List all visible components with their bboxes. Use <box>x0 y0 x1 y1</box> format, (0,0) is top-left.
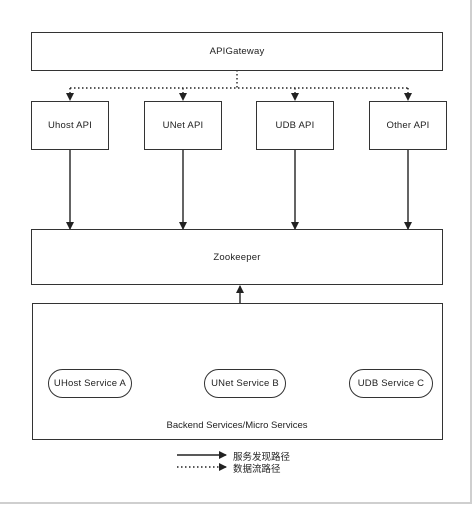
udb-api-box: UDB API <box>256 101 334 150</box>
udb-service-c-box: UDB Service C <box>349 369 433 398</box>
unet-api-label: UNet API <box>162 120 204 131</box>
other-api-label: Other API <box>386 120 430 131</box>
unet-service-b-label: UNet Service B <box>211 378 279 389</box>
legend-solid-label: 服务发现路径 <box>233 452 291 463</box>
uhost-service-a-label: UHost Service A <box>53 378 127 389</box>
backend-services-label: Backend Services/Micro Services <box>166 420 308 431</box>
gateway-to-api-dotted-connectors <box>66 70 412 101</box>
legend-dotted-label: 数据流路径 <box>233 464 281 475</box>
zookeeper-label: Zookeeper <box>213 251 261 263</box>
uhost-api-box: Uhost API <box>31 101 109 150</box>
unet-api-box: UNet API <box>144 101 222 150</box>
udb-api-label: UDB API <box>275 120 315 131</box>
unet-service-b-box: UNet Service B <box>204 369 286 398</box>
other-api-box: Other API <box>369 101 447 150</box>
api-to-zookeeper-connectors <box>66 150 412 230</box>
legend-lines <box>177 451 227 471</box>
zookeeper-box: Zookeeper <box>31 229 443 285</box>
uhost-api-label: Uhost API <box>47 120 93 131</box>
api-gateway-label: APIGateway <box>209 46 265 57</box>
uhost-service-a-box: UHost Service A <box>48 369 132 398</box>
udb-service-c-label: UDB Service C <box>357 378 425 389</box>
api-gateway-box: APIGateway <box>31 32 443 71</box>
